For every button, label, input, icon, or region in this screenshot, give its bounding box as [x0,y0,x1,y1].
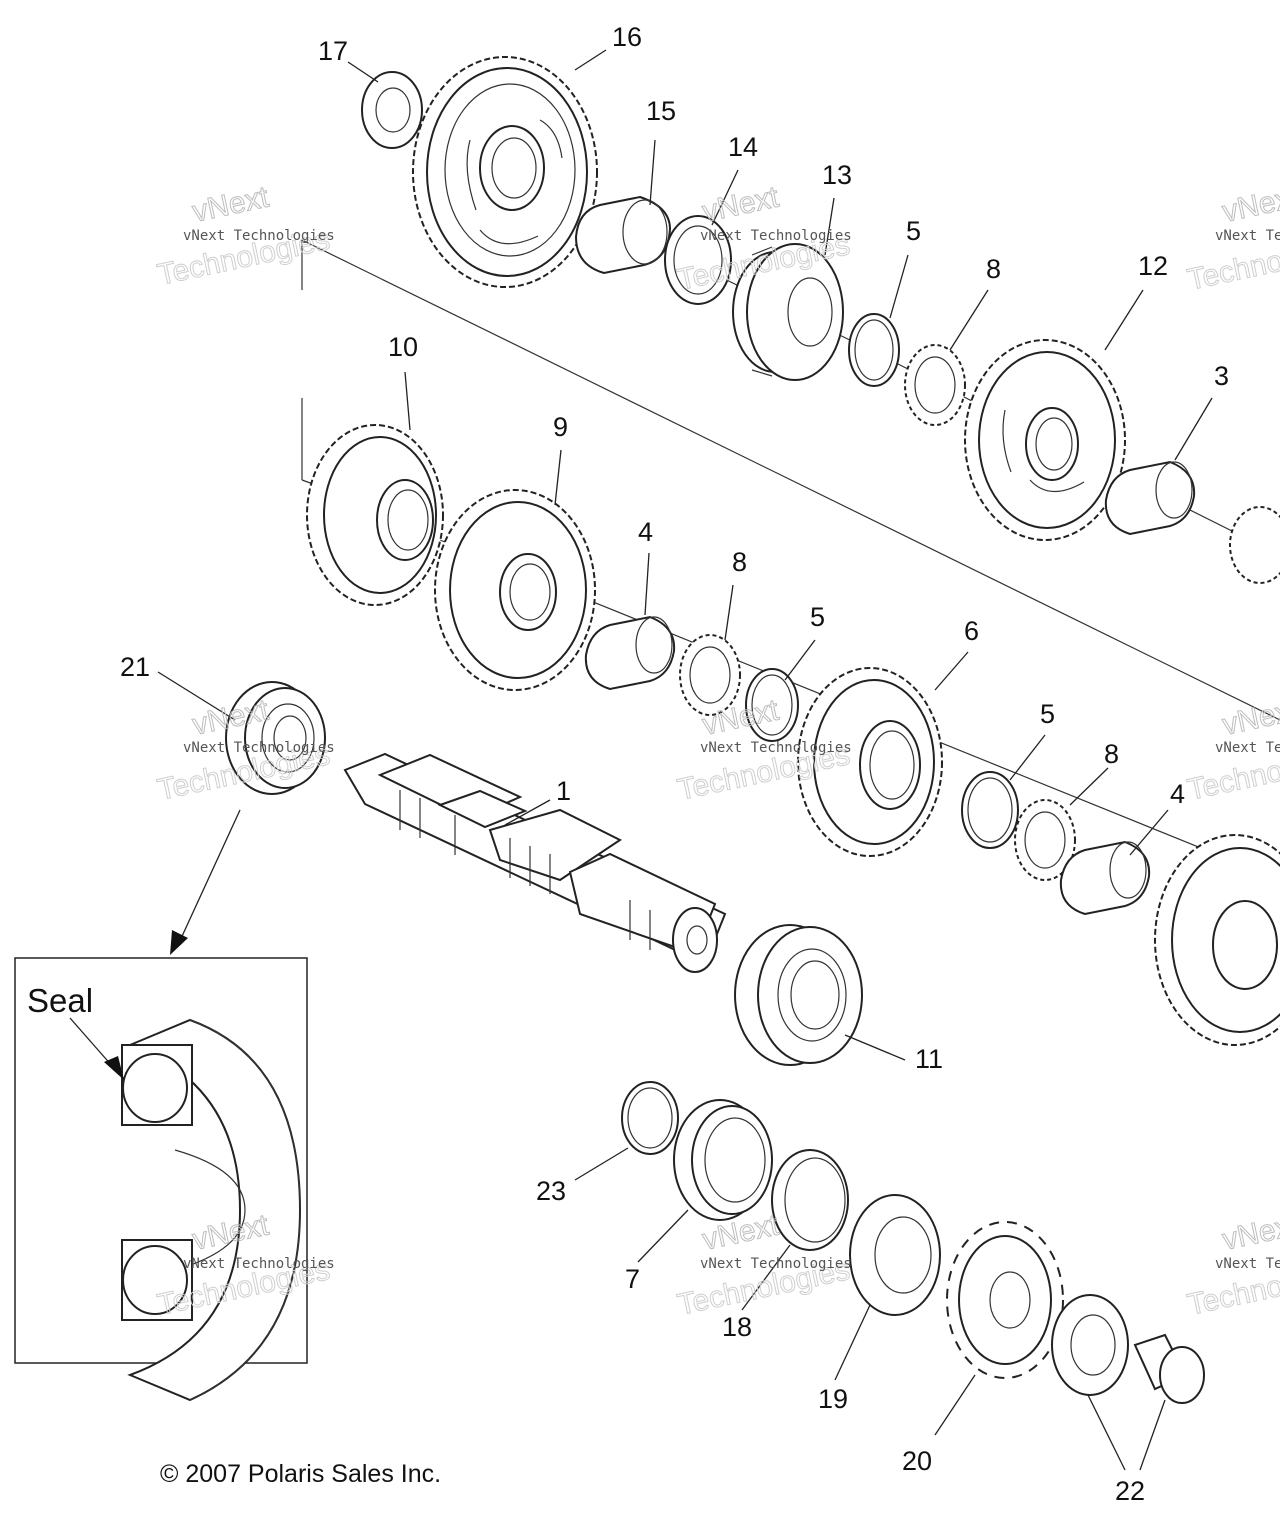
washer-8a [904,344,966,426]
washer-22 [1051,1294,1129,1396]
bushing-4a [584,615,676,691]
gear-12 [964,339,1126,541]
watermark-vnext: vNext [700,180,783,228]
spacer-18 [771,1149,849,1251]
callout-17: 17 [318,36,348,66]
watermark-text: vNext Technologies [1215,1256,1280,1272]
washer-8c [1014,799,1076,881]
washer-17 [361,71,423,149]
callout-8: 8 [732,547,747,577]
callout-10: 10 [388,332,418,362]
gear-9 [434,489,596,691]
callout-20: 20 [902,1446,932,1476]
sprocket-20 [946,1221,1064,1379]
inset-arrow [170,809,241,955]
watermark-text: vNext Technologies [700,228,852,244]
watermark-vnext: vNext [1220,1208,1280,1256]
callout-14: 14 [728,132,758,162]
callout-18: 18 [722,1312,752,1342]
callout-3: 3 [1214,361,1229,391]
washer-19 [849,1194,941,1316]
bearing-11 [734,924,863,1066]
gear-edge [1154,834,1280,1046]
snap-ring-5a [848,313,900,387]
bushing-4b [1059,840,1151,916]
callout-4: 4 [638,517,653,547]
callout-7: 7 [625,1264,640,1294]
washer-edge [1229,506,1280,584]
bolt-22 [1133,1333,1205,1404]
watermark-text: vNext Technologies [183,1256,335,1272]
callout-5: 5 [810,602,825,632]
snap-ring-5c [961,771,1019,849]
o-ring-23 [621,1081,679,1155]
callout-5: 5 [906,216,921,246]
watermark-text: vNext Technologies [183,228,335,244]
watermark-vnext: vNext [190,180,273,228]
callout-8: 8 [986,254,1001,284]
bearing-21 [225,681,326,795]
copyright-text: © 2007 Polaris Sales Inc. [160,1460,441,1488]
gear-16 [412,56,598,288]
callout-5: 5 [1040,699,1055,729]
washer-8b [679,634,741,716]
callout-1: 1 [556,776,571,806]
watermark-vnext: vNext [1220,180,1280,228]
callout-13: 13 [822,160,852,190]
watermark-text: vNext Technologies [700,740,852,756]
callout-19: 19 [818,1384,848,1414]
bushing-15 [574,195,672,275]
callout-15: 15 [646,96,676,126]
watermark-text: vNext Technologies [183,740,335,756]
callout-labels: 17 16 15 14 13 5 8 12 3 10 9 4 8 5 6 5 8… [120,22,1229,1506]
callout-22: 22 [1115,1476,1145,1506]
seal-inset: Seal [14,957,308,1402]
inset-label-seal: Seal [27,982,93,1019]
leader-lines [157,49,1213,1471]
main-shaft-1 [343,752,727,973]
watermark-vnext: vNext [1220,693,1280,741]
callout-6: 6 [964,616,979,646]
gear-6 [797,667,943,857]
callout-8: 8 [1104,739,1119,769]
callout-23: 23 [536,1176,566,1206]
bushing-3 [1104,460,1196,536]
gear-10 [306,424,444,606]
watermark-text: vNext Technologies [1215,228,1280,244]
callout-4: 4 [1170,779,1185,809]
callout-21: 21 [120,652,150,682]
washer-14 [664,215,732,305]
callout-11: 11 [915,1044,943,1074]
callout-9: 9 [553,412,568,442]
watermark-text: vNext Technologies [1215,740,1280,756]
callout-12: 12 [1138,251,1168,281]
watermark-text: vNext Technologies [700,1256,852,1272]
collar-13 [732,243,844,381]
snap-ring-5b [745,668,799,742]
seal-7 [673,1099,773,1221]
callout-16: 16 [612,22,642,52]
